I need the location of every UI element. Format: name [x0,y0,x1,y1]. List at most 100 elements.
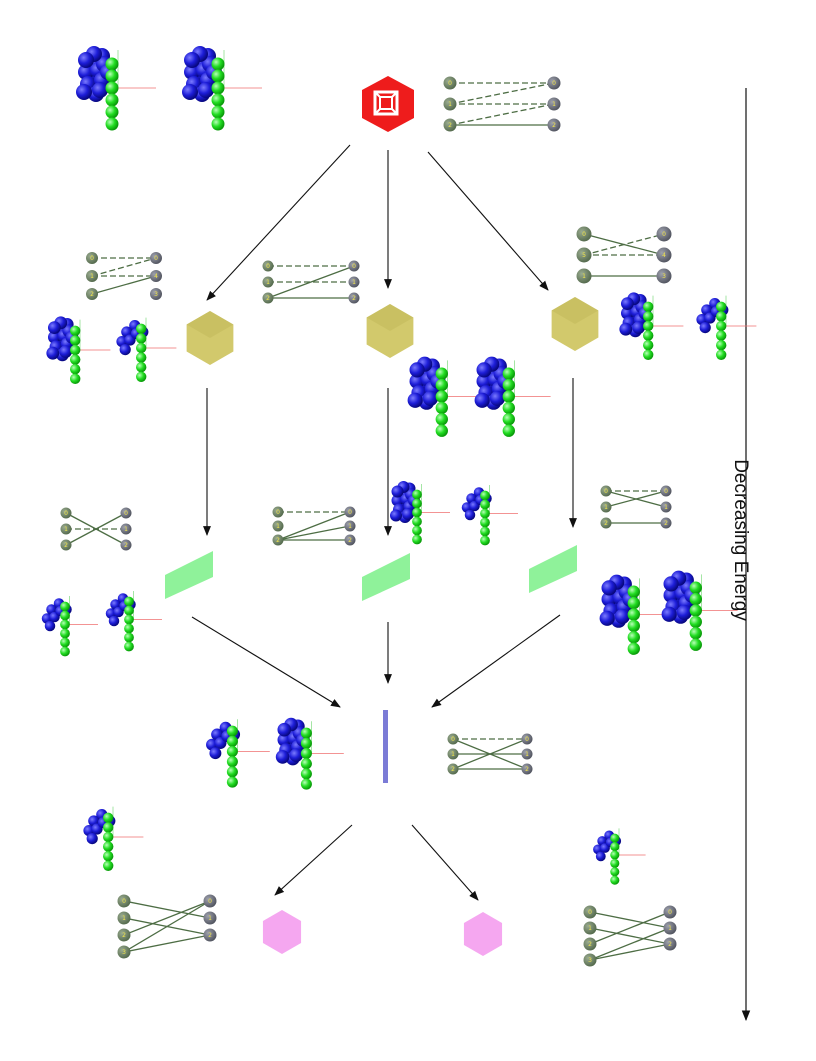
mapping-node-left [272,534,284,546]
atom-blue [86,833,98,845]
atom-blue [422,390,438,406]
mapping-node-label: 2 [664,520,668,527]
atom-blue [663,576,679,592]
atom-green [211,105,225,119]
mapping-node-left [86,288,98,300]
mapping-node-label: 2 [588,941,592,948]
atom-green [689,592,702,606]
atom-green [435,401,448,415]
atom-blue [78,52,94,68]
molecule-icon [461,485,518,546]
mapping-node-left [117,911,131,925]
mapping-node-right [344,506,356,518]
molecule-icon [390,481,450,545]
atom-green [435,390,448,403]
mapping-node-left [583,921,597,935]
atom-green [435,378,448,392]
mapping-node-left [576,226,592,242]
atom-green [716,330,727,341]
molecule-renderings [41,46,757,885]
atom-green [226,745,238,758]
atom-green [211,57,225,71]
mapping-node-right [660,501,672,513]
atom-green [211,81,225,95]
mapping-node-left [117,928,131,942]
atom-green [211,69,225,83]
atom-green [124,632,134,643]
mapping-node-left [576,268,592,284]
mapping-node-left [583,937,597,951]
hexagon-polytope-shading [551,297,599,324]
atom-green [70,354,81,365]
mapping-node-label: 1 [552,101,556,108]
mapping-node-label: 1 [64,526,68,533]
mapping-edge [91,275,157,295]
mapping-node-label: 0 [266,263,270,270]
transition-arrow [274,824,353,896]
molecule-icon [599,574,676,655]
parallelogram-polytope [362,553,410,601]
atom-green [643,320,654,332]
mapping-edge [123,934,211,953]
mapping-node-label: 0 [668,909,672,916]
mapping-node-right [348,292,360,304]
mapping-node-right [348,260,360,272]
mapping-node-label: 2 [668,941,672,948]
mapping-edge [123,900,211,919]
cube-edge [374,91,381,98]
hexagon-polytope-face [262,910,302,954]
atom-green [226,766,238,778]
mapping-node-left [576,247,592,263]
atom-green [124,614,134,625]
atom-green [105,117,119,131]
atom-green [627,619,640,633]
parallelogram-polytope [165,551,213,599]
atom-green [70,335,81,346]
atom-green [105,81,119,95]
mapping-edge [589,911,671,929]
molecule-icon [105,591,162,652]
atom-green [610,842,620,852]
mapping-node-right [521,763,533,775]
transition-arrow [431,614,561,708]
mapping-node-label: 0 [122,898,126,905]
atom-blue [663,587,679,603]
mapping-node-right [344,534,356,546]
mapping-node-label: 1 [582,273,586,280]
atom-blue [476,373,492,389]
atom-green [103,860,114,871]
atom-green [103,822,114,833]
atom-green [480,535,490,546]
atom-green [716,349,727,360]
mapping-node-label: 2 [64,542,68,549]
mapping-node-label: 0 [525,736,529,743]
hexagon-polytope [262,910,302,954]
mapping-node-label: 2 [348,537,352,544]
hexagon-polytope [366,304,414,358]
mapping-node-label: 0 [451,736,455,743]
molecule-icon [206,719,270,788]
atom-green [136,352,147,363]
mapping-node-right [656,268,672,284]
mapping-node-left [117,894,131,908]
molecule-icon [182,46,262,131]
mapping-node-right [150,252,162,264]
transition-arrow [427,151,549,291]
mapping-node-label: 3 [122,949,126,956]
hexagon-polytope-face [463,912,503,956]
atom-blue [699,322,711,334]
molecule-icon [696,295,757,360]
mapping-edge-dashed [449,82,555,105]
mapping-node-right [203,928,217,942]
mapping-node-label: 0 [64,510,68,517]
mapping-node-left [583,905,597,919]
mapping-node-right [120,507,132,519]
atom-green [627,642,640,655]
atom-green [435,424,448,437]
atom-blue [119,344,131,356]
atom-green [103,831,114,843]
mapping-edge [452,738,528,770]
